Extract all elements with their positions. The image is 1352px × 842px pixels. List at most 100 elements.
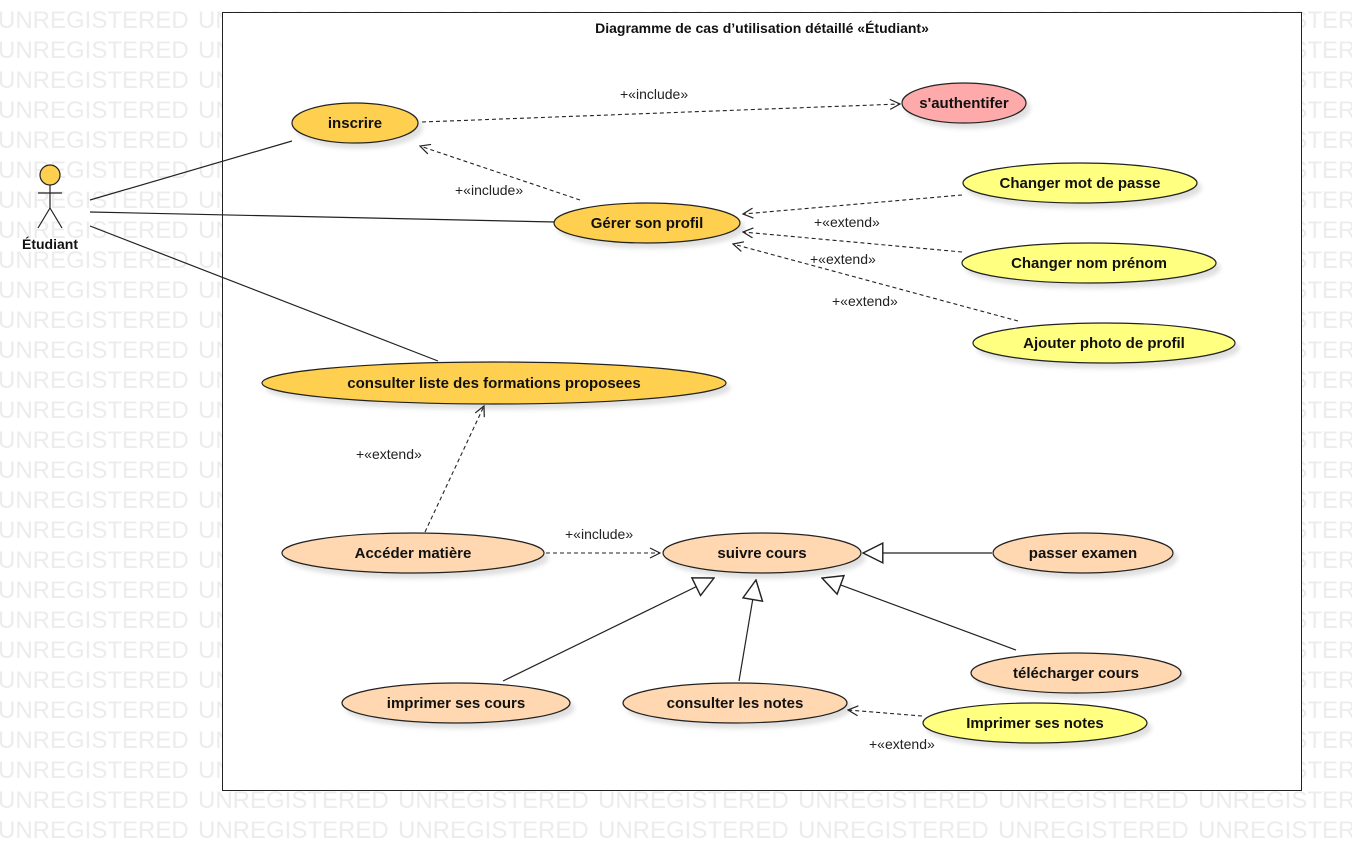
usecase-shape — [922, 702, 1148, 744]
usecase-shape — [281, 532, 545, 574]
usecase-shape — [261, 361, 727, 405]
usecase-label: suivre cours — [717, 545, 806, 562]
label-extend-nom: +«extend» — [810, 251, 876, 267]
watermark-text: UNREGISTERED — [598, 817, 789, 842]
watermark-text: UNREGISTERED — [0, 517, 189, 544]
dependency-inscrire-auth — [421, 104, 900, 123]
usecase-label: Gérer son profil — [591, 215, 704, 232]
watermark-text: UNREGISTERED — [0, 577, 189, 604]
usecase-shape — [961, 242, 1217, 284]
watermark-text: UNREGISTERED — [0, 727, 189, 754]
usecase-passer-examen[interactable]: passer examen — [992, 532, 1174, 574]
generalization-consulter-notes — [738, 580, 756, 682]
dependency-matiere-formations — [424, 406, 484, 533]
usecase-ajouter-photo[interactable]: Ajouter photo de profil — [972, 322, 1236, 364]
actor-leg-left — [37, 207, 51, 229]
watermark-text: UNREGISTERED — [998, 817, 1189, 842]
usecase-imprimer-notes[interactable]: Imprimer ses notes — [922, 702, 1148, 744]
usecase-label: Imprimer ses notes — [966, 715, 1104, 732]
dependency-imprimer-notes — [848, 710, 923, 717]
usecase-imprimer-cours[interactable]: imprimer ses cours — [341, 682, 571, 724]
label-include-auth: +«include» — [620, 86, 688, 102]
usecase-consulter-notes[interactable]: consulter les notes — [622, 682, 848, 724]
watermark-text: UNREGISTERED — [0, 337, 189, 364]
watermark-text: UNREGISTERED — [598, 787, 789, 814]
usecase-shape — [901, 82, 1027, 124]
watermark-text: UNREGISTERED — [0, 637, 189, 664]
watermark-text: UNREGISTERED — [798, 787, 989, 814]
usecase-gerer-profil[interactable]: Gérer son profil — [553, 202, 741, 244]
usecase-label: télécharger cours — [1013, 665, 1139, 682]
usecase-label: Ajouter photo de profil — [1023, 335, 1185, 352]
label-extend-matiere: +«extend» — [356, 446, 422, 462]
label-extend-photo: +«extend» — [832, 293, 898, 309]
usecase-changer-nom[interactable]: Changer nom prénom — [961, 242, 1217, 284]
usecase-label: Accéder matière — [355, 545, 472, 562]
usecase-shape — [992, 532, 1174, 574]
dependency-photo-profil — [733, 244, 1019, 322]
watermark-text: UNREGISTERED — [0, 277, 189, 304]
watermark-text: UNREGISTERED — [398, 787, 589, 814]
usecase-authentifier[interactable]: s'authentifer — [901, 82, 1027, 124]
watermark-text: UNREGISTERED — [0, 667, 189, 694]
actor-label: Étudiant — [22, 236, 78, 252]
watermark-text: UNREGISTERED — [0, 757, 189, 784]
watermark-text: UNREGISTERED — [0, 787, 189, 814]
usecase-shape — [662, 532, 862, 574]
association-consulter-formations — [89, 225, 439, 362]
watermark-text: UNREGISTERED — [998, 787, 1189, 814]
usecase-label: consulter les notes — [667, 695, 804, 712]
label-include-cours: +«include» — [565, 526, 633, 542]
label-extend-mdp: +«extend» — [814, 214, 880, 230]
usecase-shape — [622, 682, 848, 724]
label-include-profil: +«include» — [455, 182, 523, 198]
watermark-text: UNREGISTERED — [1198, 817, 1352, 842]
usecase-shape — [553, 202, 741, 244]
dependency-nom-profil — [743, 232, 963, 253]
generalization-imprimer-cours — [502, 578, 714, 682]
usecase-label: imprimer ses cours — [387, 695, 525, 712]
watermark-text: UNREGISTERED — [198, 787, 389, 814]
watermark-text: UNREGISTERED — [0, 607, 189, 634]
usecase-consulter-formations[interactable]: consulter liste des formations proposees — [261, 361, 727, 405]
usecase-shape — [291, 102, 419, 144]
watermark-text: UNREGISTERED — [0, 187, 189, 214]
usecase-changer-mdp[interactable]: Changer mot de passe — [962, 162, 1198, 204]
watermark-text: UNREGISTERED — [0, 697, 189, 724]
watermark-text: UNREGISTERED — [0, 37, 189, 64]
actor-head — [39, 164, 61, 186]
watermark-text: UNREGISTERED — [0, 97, 189, 124]
dependency-profil-inscrire — [420, 146, 581, 201]
actor-etudiant: Étudiant — [22, 164, 78, 252]
usecase-shape — [341, 682, 571, 724]
watermark-text: UNREGISTERED — [0, 817, 189, 842]
watermark-text: UNREGISTERED — [798, 817, 989, 842]
watermark-text: UNREGISTERED — [0, 217, 189, 244]
watermark-text: UNREGISTERED — [0, 7, 189, 34]
association-gerer-profil — [89, 211, 556, 223]
watermark-text: UNREGISTERED — [198, 817, 389, 842]
usecase-suivre-cours[interactable]: suivre cours — [662, 532, 862, 574]
usecase-telecharger-cours[interactable]: télécharger cours — [970, 652, 1182, 694]
usecase-acceder-matiere[interactable]: Accéder matière — [281, 532, 545, 574]
watermark-text: UNREGISTERED — [0, 307, 189, 334]
watermark-text: UNREGISTERED — [0, 427, 189, 454]
usecase-label: passer examen — [1029, 545, 1137, 562]
usecase-inscrire[interactable]: inscrire — [291, 102, 419, 144]
watermark-text: UNREGISTERED — [1198, 787, 1352, 814]
watermark-text: UNREGISTERED — [0, 457, 189, 484]
watermark-text: UNREGISTERED — [0, 487, 189, 514]
watermark-text: UNREGISTERED — [0, 367, 189, 394]
usecase-label: Changer mot de passe — [1000, 175, 1161, 192]
dependency-mdp-profil — [743, 194, 963, 214]
diagram-title: Diagramme de cas d’utilisation détaillé … — [595, 20, 929, 36]
association-inscrire — [89, 140, 293, 201]
usecase-label: Changer nom prénom — [1011, 255, 1167, 272]
usecase-shape — [970, 652, 1182, 694]
usecase-shape — [962, 162, 1198, 204]
watermark-text: UNREGISTERED — [0, 397, 189, 424]
watermark-text: UNREGISTERED — [0, 127, 189, 154]
label-extend-notes: +«extend» — [869, 736, 935, 752]
generalization-telecharger — [822, 578, 1017, 651]
